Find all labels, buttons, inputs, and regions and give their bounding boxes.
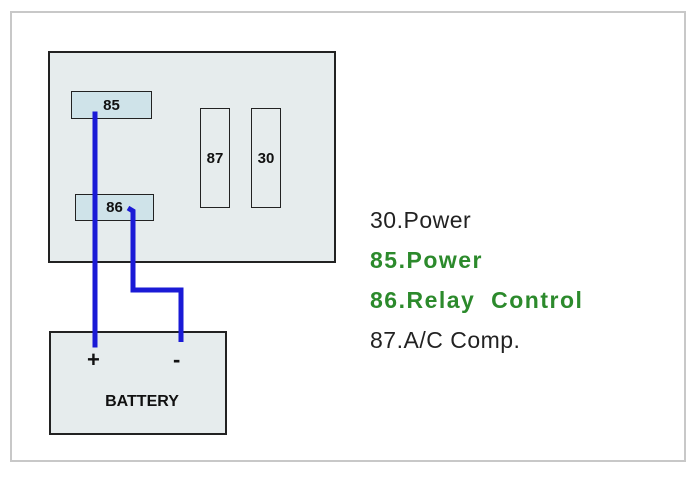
relay-pin-86-label: 86 [106,199,123,216]
battery-positive-terminal: + [87,347,100,372]
relay-pin-85: 85 [71,91,152,119]
relay-pin-86: 86 [75,194,154,221]
relay-body [48,51,336,263]
relay-pin-85-label: 85 [103,96,120,114]
relay-pin-30: 30 [251,108,281,208]
legend-item-86: 86.Relay Control [370,287,584,313]
legend-item-87: 87.A/C Comp. [370,327,521,353]
battery-negative-terminal: - [173,347,181,372]
relay-pin-30-label: 30 [257,149,275,167]
legend-item-30: 30.Power [370,207,472,233]
relay-pin-87: 87 [200,108,230,208]
battery-body [49,331,227,435]
relay-pin-87-label: 87 [206,149,224,167]
diagram-frame [10,11,686,462]
legend-item-85: 85.Power [370,247,483,273]
battery-label: BATTERY [105,393,179,410]
pin-legend: 30.Power 85.Power 86.Relay Control 87.A/… [370,200,583,360]
